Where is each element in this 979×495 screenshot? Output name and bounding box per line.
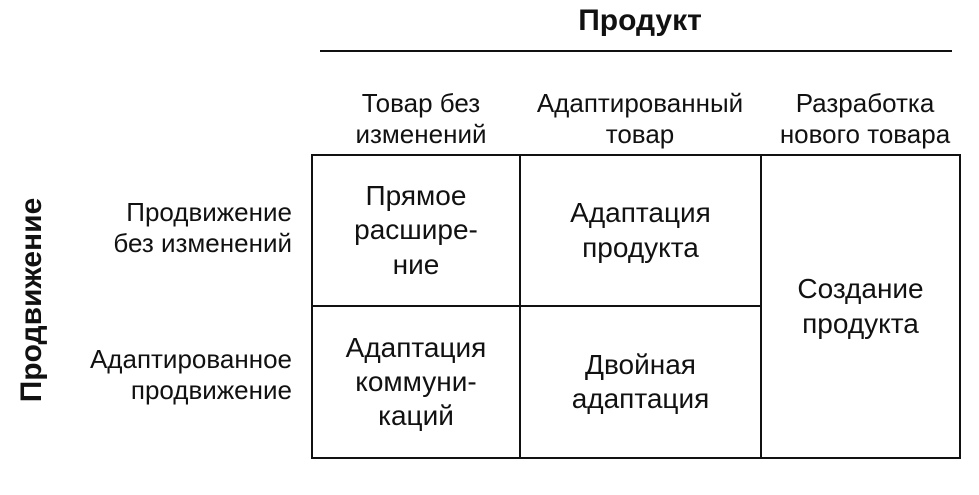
product-axis-rule bbox=[320, 50, 952, 52]
column-header-adapted-product: Адаптированный товар bbox=[536, 88, 744, 149]
cell-communication-adaptation: Адаптация коммуни- каций bbox=[345, 331, 487, 432]
product-axis-title: Продукт bbox=[578, 4, 702, 37]
cell-dual-adaptation: Двойная адаптация bbox=[571, 348, 710, 414]
row-header-adapted-promotion: Адаптированное продвижение bbox=[89, 344, 292, 405]
row-header-unchanged-promotion: Продвижение без изменений bbox=[113, 197, 292, 258]
cell-product-invention: Создание продукта bbox=[797, 273, 924, 339]
cell-product-adaptation: Адаптация продукта bbox=[570, 197, 711, 263]
grid-divider-horizontal bbox=[311, 305, 761, 307]
grid-divider-vertical-2 bbox=[760, 154, 762, 459]
promotion-axis-title: Продвижение bbox=[15, 197, 48, 403]
column-header-new-product: Разработка нового товара bbox=[779, 88, 951, 149]
column-header-unchanged-product: Товар без изменений bbox=[355, 88, 487, 149]
cell-straight-extension: Прямое расшире- ние bbox=[354, 180, 478, 280]
